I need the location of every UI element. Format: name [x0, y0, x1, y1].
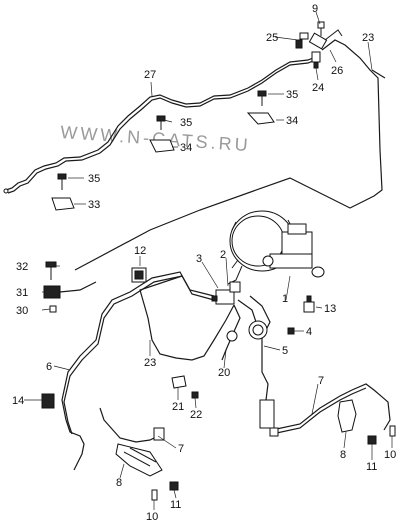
abs-sensor-31 [43, 281, 97, 299]
clip-34-b [149, 139, 175, 153]
bracket-8-right [337, 399, 357, 433]
callout-11-right: 11 [366, 461, 377, 473]
callout-6: 6 [46, 361, 52, 373]
clip-33 [51, 197, 75, 211]
callout-8-left: 8 [116, 477, 122, 489]
proportioning-valve-3 [211, 281, 241, 305]
callout-10-left: 10 [146, 511, 158, 523]
bolt-35-a [257, 90, 267, 106]
callout-3: 3 [196, 253, 202, 265]
fluid-level-switch-13 [303, 295, 315, 313]
leader-lines [24, 11, 393, 510]
bleeder-10-left [151, 489, 158, 501]
callout-34-b: 34 [180, 142, 192, 154]
bracket-8-left [115, 443, 163, 477]
callout-1: 1 [282, 293, 288, 305]
callout-2: 2 [220, 249, 226, 261]
callout-25: 25 [266, 32, 278, 44]
callout-20: 20 [218, 367, 230, 379]
callout-21: 21 [172, 401, 184, 413]
hose-bracket-box [259, 399, 275, 429]
callout-34-a: 34 [286, 115, 298, 127]
clip-34-a [246, 112, 275, 125]
callout-14: 14 [12, 395, 24, 407]
brake-booster-assembly [227, 210, 325, 285]
bolt-11-right [367, 435, 377, 445]
callout-11-left: 11 [170, 499, 181, 511]
callout-31: 31 [16, 287, 28, 299]
clip-30 [49, 305, 57, 313]
callout-22: 22 [190, 409, 202, 421]
callout-32: 32 [16, 261, 28, 273]
callout-9: 9 [312, 3, 318, 15]
long-brake-line-23 [74, 39, 386, 271]
callout-24: 24 [312, 82, 324, 94]
bolt-32 [45, 261, 57, 280]
callout-5: 5 [282, 345, 288, 357]
hose-7-left [99, 407, 165, 443]
bolt-35-b [156, 115, 166, 130]
bracket-14 [41, 393, 55, 409]
callout-26: 26 [331, 65, 343, 77]
bolt-35-c [57, 173, 67, 190]
front-brake-lines [61, 271, 391, 471]
bolt-11-left [169, 481, 179, 491]
union-4 [287, 327, 295, 335]
callout-23-mid: 23 [144, 357, 156, 369]
callout-33: 33 [88, 199, 100, 211]
callout-30: 30 [16, 305, 28, 317]
bracket-12 [131, 267, 147, 283]
rear-brake-line-27 [3, 55, 319, 194]
callout-4: 4 [306, 326, 312, 338]
callout-27: 27 [144, 69, 156, 81]
callout-10-right: 10 [384, 449, 396, 461]
callout-35-c: 35 [88, 173, 100, 185]
callout-13: 13 [324, 303, 336, 315]
bleeder-10-right [389, 425, 396, 437]
callout-labels: 9 25 23 26 27 24 35 35 34 34 35 33 12 2 … [12, 3, 396, 523]
callout-23-top: 23 [362, 32, 374, 44]
callout-35-a: 35 [286, 89, 298, 101]
callout-7-right: 7 [318, 375, 324, 387]
callout-8-right: 8 [340, 449, 346, 461]
clip-21 [171, 375, 187, 389]
callout-7-left: 7 [178, 443, 184, 455]
bolt-22 [191, 391, 199, 399]
three-way-connector [295, 21, 343, 69]
callout-35-b: 35 [180, 117, 192, 129]
callout-12: 12 [134, 245, 146, 257]
